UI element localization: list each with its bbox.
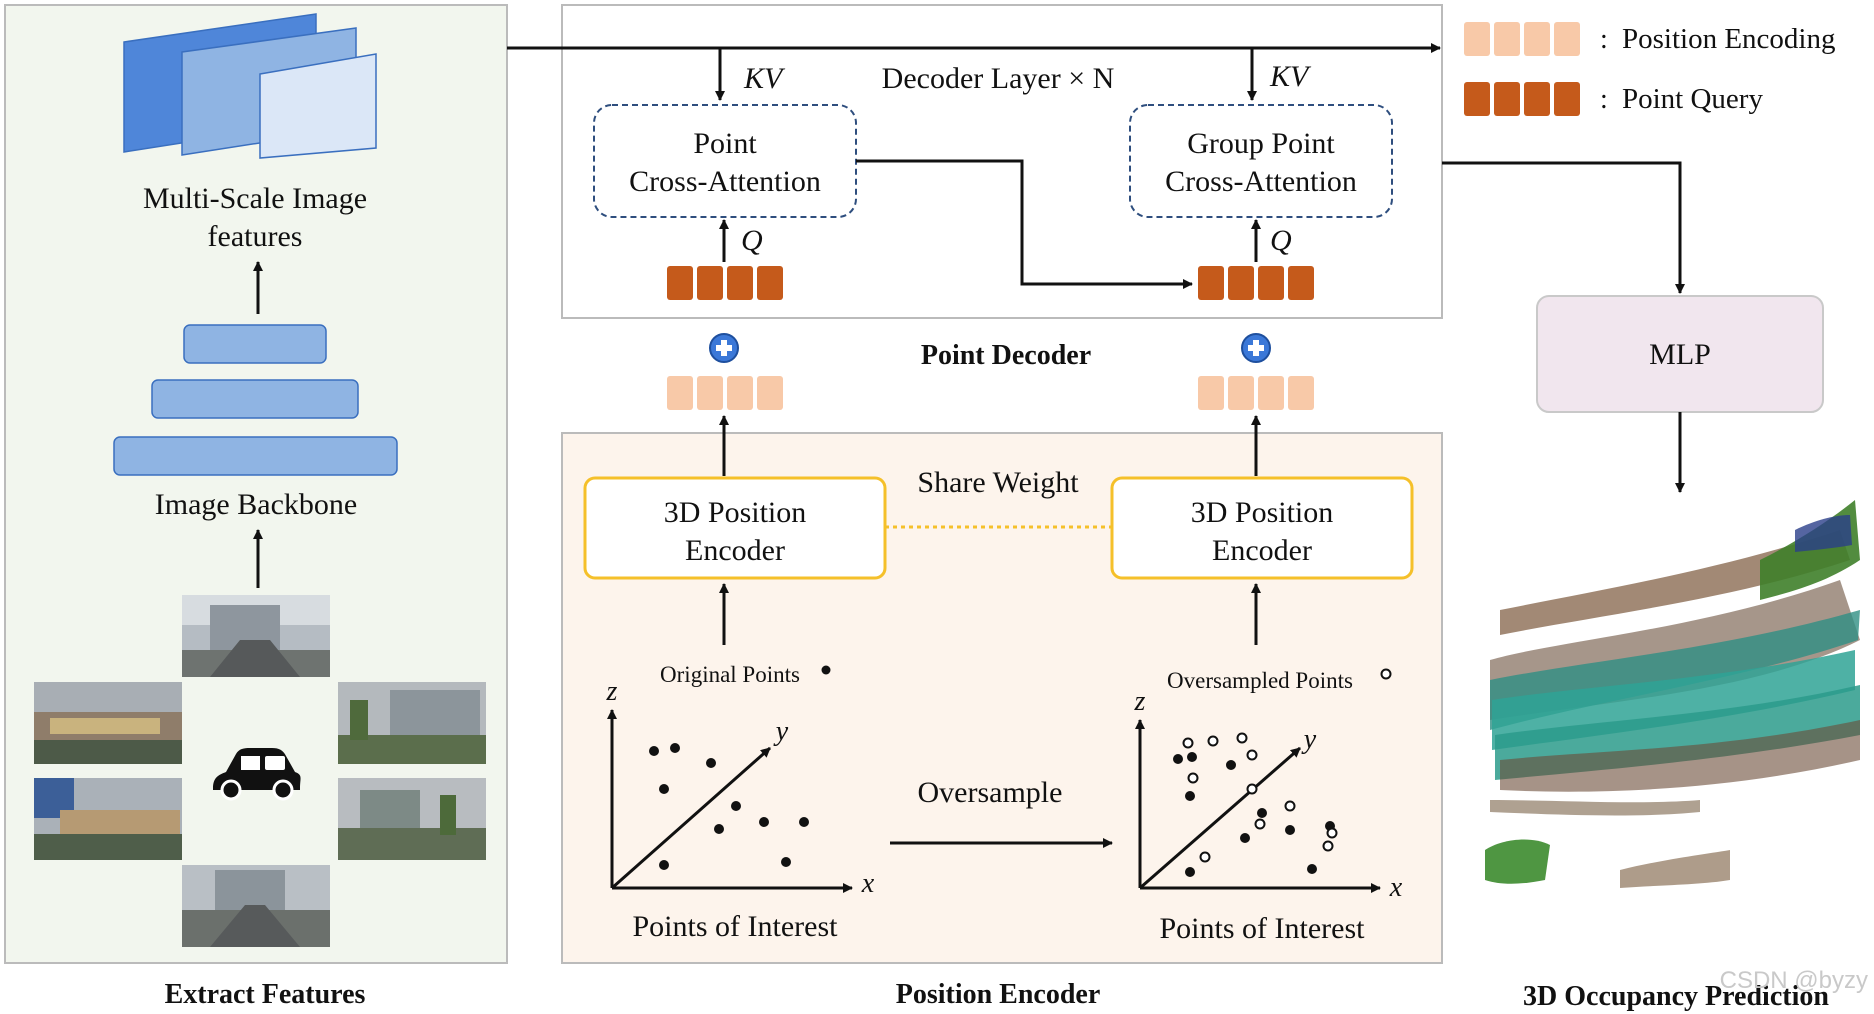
- legend-point-query-swatch: [1464, 82, 1580, 116]
- x-label-right: x: [1389, 872, 1403, 903]
- position-encoder-title: Position Encoder: [896, 979, 1101, 1010]
- legend-point-query-label: Point Query: [1622, 83, 1763, 115]
- watermark: CSDN @byzy: [1720, 967, 1868, 994]
- pca-to-query-arrow: [856, 159, 1193, 289]
- oversample-label: Oversample: [918, 776, 1063, 809]
- decoder-to-mlp-arrow: [1442, 161, 1685, 294]
- point-cross-attention-line1: Point: [693, 127, 757, 160]
- position-encoder-left-line1: 3D Position: [664, 496, 807, 529]
- oversampled-points-scatter: [1173, 732, 1338, 877]
- axes-oversampled: z y x: [1134, 686, 1403, 903]
- multi-scale-label-line2: features: [208, 220, 303, 253]
- q-label-right: Q: [1270, 224, 1292, 257]
- decoder-layer-label: Decoder Layer × N: [882, 62, 1115, 95]
- y-label-left: y: [773, 716, 789, 747]
- legend-position-encoding-swatch: [1464, 22, 1580, 56]
- axes-original: z y x: [606, 676, 875, 899]
- extract-features-title: Extract Features: [165, 979, 366, 1010]
- y-axis-right: [1139, 746, 1301, 890]
- legend-sep-1: :: [1600, 24, 1608, 55]
- original-points-label: Original Points: [660, 662, 800, 687]
- camera-back-image: [182, 865, 330, 947]
- oversampled-point-legend-marker: [1380, 668, 1392, 680]
- image-backbone-icon: [113, 324, 398, 476]
- y-label-right: y: [1301, 724, 1317, 755]
- points-of-interest-right: Points of Interest: [1160, 912, 1366, 945]
- position-encoder-left-line2: Encoder: [685, 534, 785, 567]
- camera-back-left-image: [34, 778, 182, 860]
- share-weight-label: Share Weight: [917, 466, 1079, 499]
- oversampled-points-label: Oversampled Points: [1167, 668, 1353, 693]
- point-query-right: [1198, 266, 1314, 300]
- image-backbone-label: Image Backbone: [155, 488, 357, 521]
- position-encoder-right-line1: 3D Position: [1191, 496, 1334, 529]
- add-icon-left: [709, 333, 739, 363]
- group-point-cross-attention-line1: Group Point: [1187, 127, 1335, 160]
- camera-front-image: [182, 595, 330, 677]
- q-label-left: Q: [741, 224, 763, 257]
- position-encoding-left: [667, 376, 783, 410]
- camera-images: [34, 595, 486, 947]
- multi-scale-feature-maps-icon: [123, 13, 377, 159]
- z-label-right: z: [1134, 686, 1146, 717]
- add-icon-right: [1241, 333, 1271, 363]
- position-encoding-right: [1198, 376, 1314, 410]
- points-of-interest-left: Points of Interest: [633, 910, 839, 943]
- point-cross-attention-line2: Cross-Attention: [629, 165, 821, 198]
- legend-sep-2: :: [1600, 84, 1608, 115]
- occupancy-prediction-title: 3D Occupancy Prediction: [1523, 981, 1829, 1012]
- y-axis-left: [611, 746, 771, 890]
- group-point-cross-attention-line2: Cross-Attention: [1165, 165, 1357, 198]
- camera-front-left-image: [34, 682, 182, 764]
- camera-front-right-image: [338, 682, 486, 764]
- z-label-left: z: [606, 676, 618, 707]
- kv-label-left: KV: [743, 62, 786, 95]
- original-points-scatter: [649, 743, 809, 870]
- group-point-cross-attention-box: [1129, 104, 1393, 218]
- car-icon: [213, 748, 301, 801]
- x-label-left: x: [861, 868, 875, 899]
- point-cross-attention-box: [593, 104, 857, 218]
- legend-position-encoding-label: Position Encoding: [1622, 23, 1835, 55]
- mlp-label: MLP: [1649, 338, 1711, 371]
- original-point-legend-marker: [821, 665, 831, 675]
- position-encoder-right-line2: Encoder: [1212, 534, 1312, 567]
- multi-scale-label-line1: Multi-Scale Image: [143, 182, 367, 215]
- camera-back-right-image: [338, 778, 486, 860]
- occupancy-prediction-render: [1485, 500, 1860, 888]
- point-decoder-title: Point Decoder: [921, 340, 1091, 371]
- point-query-left: [667, 266, 783, 300]
- kv-label-right: KV: [1269, 60, 1312, 93]
